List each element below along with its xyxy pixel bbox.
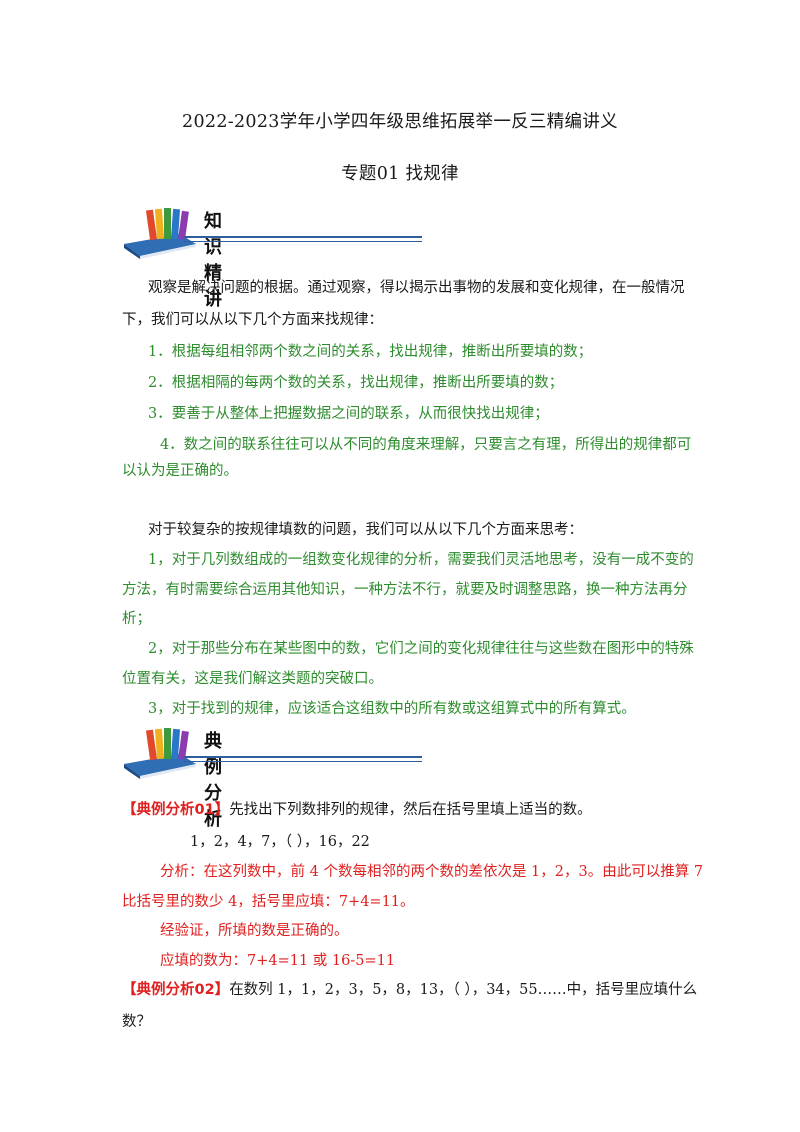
- list-item: 4．数之间的联系往往可以从不同的角度来理解，只要言之有理，所得出的规律都可: [160, 437, 692, 453]
- example-2-question: 【典例分析02】在数列 1，1，2，3，5，8，13，（ ），34，55……中，…: [122, 978, 697, 999]
- method-item: 2，对于那些分布在某些图中的数，它们之间的变化规律往往与这些数在图形中的特殊: [148, 641, 694, 657]
- books-icon: [124, 208, 196, 259]
- list-item: 3．要善于从整体上把握数据之间的联系，从而很快找出规律；: [148, 406, 549, 422]
- section-rule: [184, 756, 422, 758]
- list-item: 2．根据相隔的每两个数的关系，找出规律，推断出所要填的数；: [148, 375, 564, 391]
- example-label: 【典例分析01】: [122, 802, 230, 818]
- example-2-question-cont: 数？: [122, 1014, 151, 1030]
- document-title: 2022-2023学年小学四年级思维拓展举一反三精编讲义: [182, 112, 618, 132]
- method-item: 方法，有时需要综合运用其他知识，一种方法不行，就要及时调整思路，换一种方法再分: [122, 582, 688, 598]
- method-item: 析；: [122, 611, 151, 627]
- method-item: 3，对于找到的规律，应该适合这组数中的所有数或这组算式中的所有算式。: [148, 701, 636, 717]
- section-rule: [184, 236, 422, 238]
- paragraph-line: 下，我们可以从以下几个方面来找规律：: [122, 312, 383, 328]
- example-text: 在数列 1，1，2，3，5，8，13，（ ），34，55……中，括号里应填什么: [229, 982, 698, 998]
- books-icon: [124, 728, 196, 779]
- method-item: 1，对于几列数组成的一组数变化规律的分析，需要我们灵活地思考，没有一成不变的: [148, 552, 694, 568]
- example-text: 先找出下列数排列的规律，然后在括号里填上适当的数。: [229, 802, 592, 818]
- method-item: 位置有关，这是我们解这类题的突破口。: [122, 671, 383, 687]
- section-title-knowledge: 知识精讲: [204, 211, 222, 310]
- example-1-question: 【典例分析01】先找出下列数排列的规律，然后在括号里填上适当的数。: [122, 798, 682, 819]
- analysis-line: 应填的数为：7+4=11 或 16-5=11: [160, 953, 396, 969]
- section-rule: [184, 761, 422, 762]
- section-rule: [184, 241, 422, 242]
- analysis-line: 经验证，所填的数是正确的。: [160, 923, 349, 939]
- paragraph-line: 观察是解决问题的根据。通过观察，得以揭示出事物的发展和变化规律，在一般情况: [148, 280, 685, 296]
- topic-title: 专题01 找规律: [341, 164, 459, 184]
- example-label: 【典例分析02】: [122, 982, 230, 998]
- analysis-line: 分析：在这列数中，前 4 个数每相邻的两个数的差依次是 1，2，3。由此可以推算…: [160, 864, 704, 880]
- number-sequence: 1，2，4，7，（ ），16，22: [190, 834, 370, 850]
- analysis-line: 比括号里的数少 4，括号里应填：7+4=11。: [122, 894, 415, 910]
- list-item: 以认为是正确的。: [122, 463, 238, 479]
- paragraph-line: 对于较复杂的按规律填数的问题，我们可以从以下几个方面来思考：: [148, 522, 583, 538]
- list-item: 1．根据每组相邻两个数之间的关系，找出规律，推断出所要填的数；: [148, 344, 593, 360]
- section-title-examples: 典例分析: [204, 731, 222, 830]
